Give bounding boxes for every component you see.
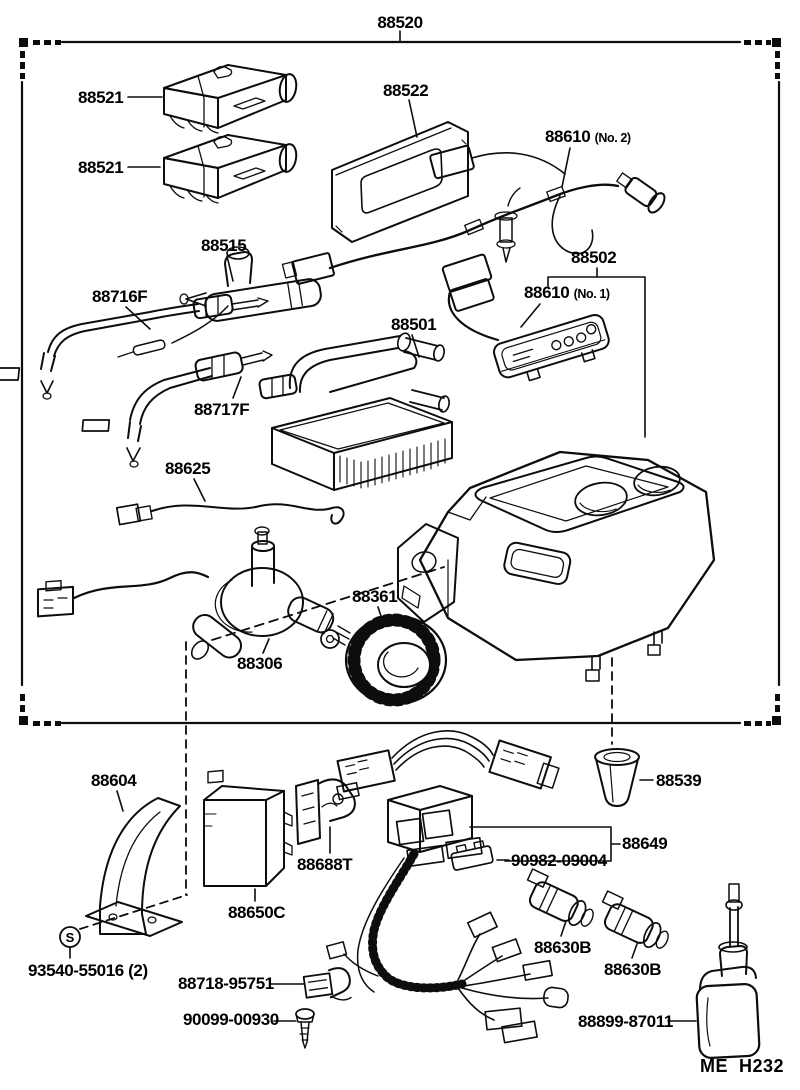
part-label-93540-55016: 93540-55016 (2) [28,961,148,980]
part-label-88539: 88539 [656,771,702,790]
assembly-boundary-box [19,38,781,726]
part-label-88502: 88502 [571,248,617,267]
servo-actuator-drawing-2 [163,134,298,204]
part-label-88361: 88361 [352,587,398,606]
screw-marker-s: S [65,930,75,945]
part-label-88688t: 88688T [297,855,353,874]
part-label-88522: 88522 [383,81,429,100]
harness-assembly-drawing [325,730,569,1044]
control-panel-drawing [441,253,610,382]
part-label-88649: 88649 [622,834,668,853]
thermistor-cable-drawing [281,144,666,285]
sealant-bottle-drawing [695,883,761,1060]
leader-lines [69,30,697,1022]
part-label-90982-09004: 90982-09004 [511,851,607,870]
part-label-88630b-2: 88630B [604,960,662,979]
part-label-88515: 88515 [201,236,247,255]
sensor-drawing-1 [526,868,594,927]
part-label-88521-1: 88521 [78,88,124,107]
part-label-88718-95751: 88718-95751 [178,974,274,993]
page-code: ME H232 [700,1056,785,1076]
part-label-88521-2: 88521 [78,158,124,177]
pump-assembly-drawing [37,526,351,660]
part-label-88501: 88501 [391,315,437,334]
part-label-88717f: 88717F [194,400,250,419]
heater-core-drawing [258,332,453,491]
amplifier-box-drawing [203,769,293,887]
cover-plate-drawing [331,121,469,243]
part-label-90099-00930: 90099-00930 [183,1010,279,1029]
water-valve-drawing [117,246,322,358]
blower-wheel-drawing [344,613,448,707]
screw-drawing [295,1008,315,1049]
grommet-drawing [594,748,640,807]
part-label-88630b-1: 88630B [534,938,592,957]
part-label-88716f: 88716F [92,287,148,306]
part-label-88520: 88520 [377,13,423,32]
screw-marker-circle [59,926,81,948]
cover-bracket-drawing [85,797,183,937]
construction-lines [79,566,613,930]
part-label-88610-no2: 88610 (No. 2) [545,127,631,146]
part-label-88650c: 88650C [228,903,286,922]
wire-clip-drawing [302,967,352,1001]
part-label-88610-no1: 88610 (No. 1) [524,283,610,302]
bracket-88688t-drawing [295,778,356,845]
wire-88625-drawing [115,503,345,526]
console-unit-drawing [397,450,716,682]
water-pipe-b-drawing [81,350,273,468]
part-label-88604: 88604 [91,771,137,790]
part-label-88899-87011: 88899-87011 [578,1012,673,1031]
part-label-88625: 88625 [165,459,211,478]
part-label-88306: 88306 [237,654,283,673]
servo-actuator-drawing-1 [163,64,298,134]
sensor-drawing-2 [601,890,669,949]
water-pipe-a-drawing [0,293,269,400]
